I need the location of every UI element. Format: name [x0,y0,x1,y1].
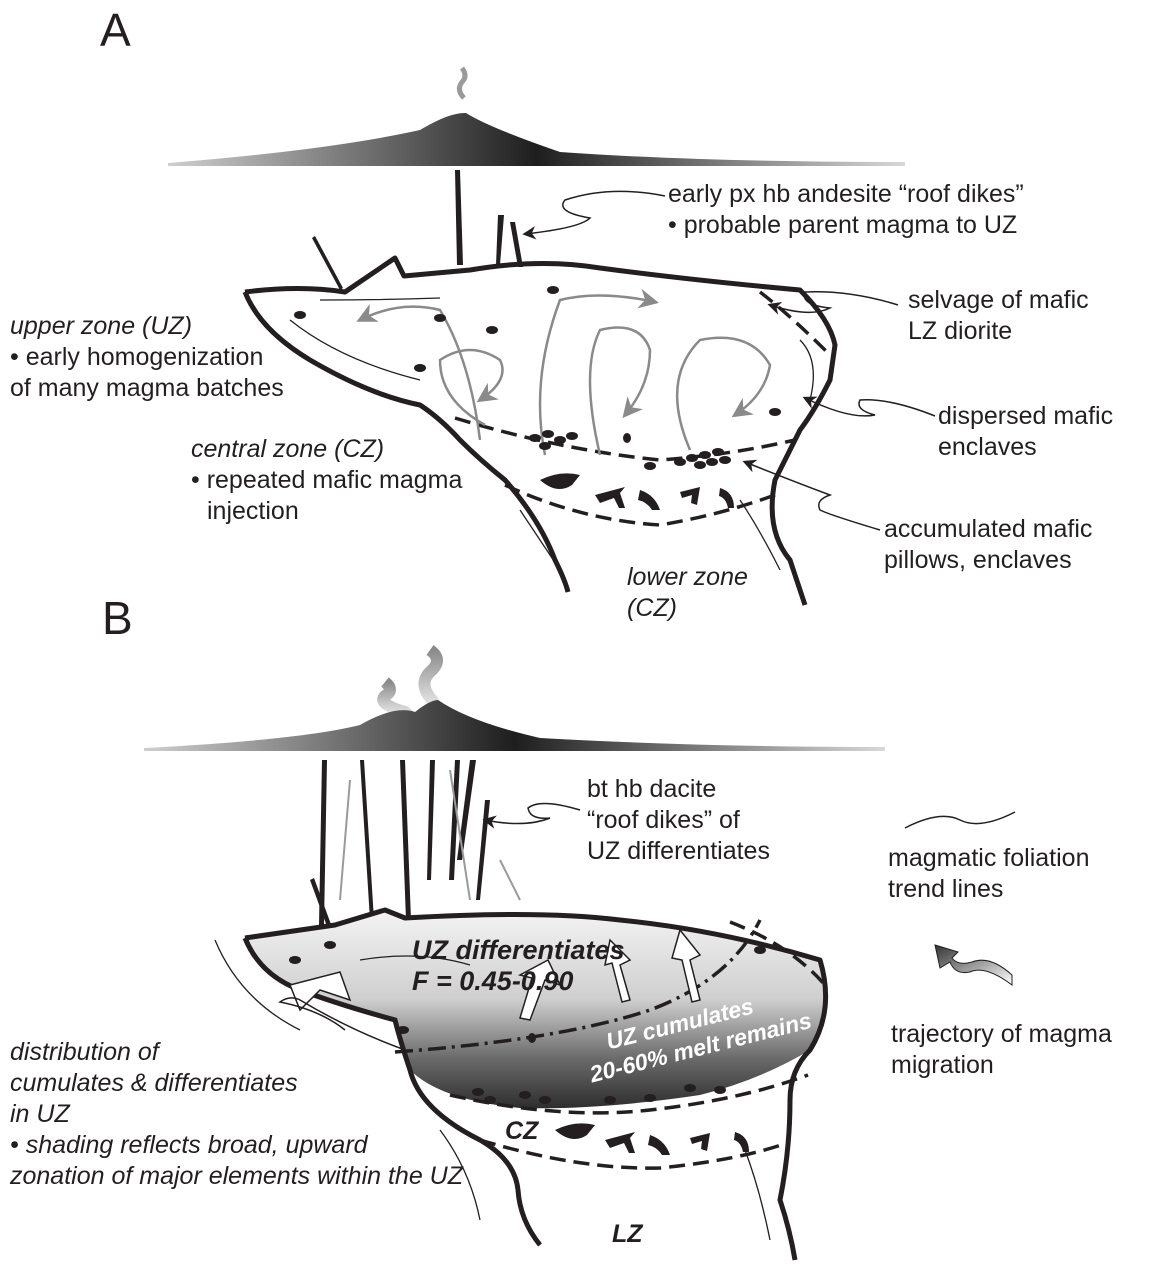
label-uz-differentiates: UZ differentiates F = 0.45-0.90 [412,935,625,997]
label-cz-b: CZ [505,1116,538,1147]
annotation-leaders-a [525,191,935,530]
annotation-leader-b [485,803,580,823]
panel-b-letter: B [102,593,133,643]
label-lower-zone: lower zone (CZ) [627,562,748,624]
label-foliation-legend: magmatic foliation trend lines [888,843,1089,905]
convection-arrows-a [360,295,770,455]
label-roof-dikes-b: bt hb dacite “roof dikes” of UZ differen… [587,774,770,867]
volcano-a [168,113,905,166]
panel-a-letter: A [100,5,131,55]
mafic-pillows-b [555,1123,749,1155]
label-selvage: selvage of mafic LZ diorite [908,285,1089,347]
label-trajectory-legend: trajectory of magma migration [891,1019,1112,1081]
label-roof-dikes-a: early px hb andesite “roof dikes” • prob… [668,179,1024,241]
label-accumulated-pillows: accumulated mafic pillows, enclaves [884,514,1092,576]
label-central-zone: central zone (CZ) • repeated mafic magma… [191,434,462,527]
label-dispersed-enclaves: dispersed mafic enclaves [938,401,1113,463]
volcano-plume-a [459,68,465,98]
mafic-pillows-a [540,473,734,510]
selvage-boundary-a [760,292,830,355]
label-distribution: distribution of cumulates & differentiat… [10,1037,463,1192]
label-upper-zone: upper zone (UZ) • early homogenization o… [10,311,284,404]
chamber-outline-a [245,258,835,605]
roof-dikes-a [312,170,523,290]
volcano-b [144,700,885,751]
trajectory-legend-arrow [935,945,1012,985]
label-lz-b: LZ [612,1219,643,1250]
foliation-legend-line [905,812,1015,828]
